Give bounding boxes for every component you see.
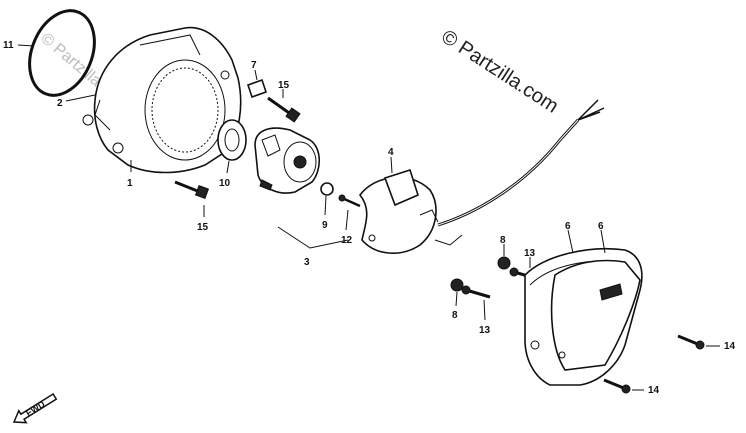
screw-part-14-bottom[interactable] (603, 378, 631, 394)
callout-15-upper: 15 (278, 80, 290, 91)
screw-part-13-lower[interactable] (461, 285, 491, 299)
forward-direction-arrow: FWD (12, 392, 58, 424)
bolt-part-15-upper[interactable] (267, 96, 301, 123)
callout-4: 4 (388, 147, 394, 158)
wire-harness (434, 99, 605, 246)
callout-13-upper: 13 (524, 248, 536, 259)
callout-8-upper: 8 (500, 235, 506, 246)
housing-part-1[interactable] (82, 26, 242, 174)
callout-15-lower: 15 (197, 222, 209, 233)
screw-part-14-right[interactable] (677, 334, 705, 350)
leader-lines (17, 44, 720, 391)
callout-7: 7 (251, 60, 257, 71)
pulser-coil-part-4[interactable] (358, 168, 439, 255)
callout-12: 12 (341, 235, 353, 246)
clip-part-7[interactable] (246, 78, 268, 99)
cover-part-6[interactable] (524, 247, 643, 386)
washer-part-8-upper[interactable] (497, 256, 511, 270)
o-ring-part-11[interactable] (18, 1, 107, 105)
callout-6-right: 6 (598, 221, 604, 232)
callout-13-lower: 13 (479, 325, 491, 336)
callout-6-left: 6 (565, 221, 571, 232)
callout-9: 9 (322, 220, 328, 231)
watermark-text: © Partzilla.com (437, 26, 562, 118)
callout-11: 11 (3, 40, 14, 51)
callout-10: 10 (219, 178, 231, 189)
washer-part-9[interactable] (320, 182, 334, 196)
bolt-part-15-lower[interactable] (174, 180, 210, 200)
washer-part-8-lower[interactable] (450, 278, 464, 292)
bushing-part-10[interactable] (217, 119, 247, 161)
rotor-assembly-part-3[interactable] (254, 127, 321, 194)
callout-3: 3 (304, 257, 310, 268)
callout-8-lower: 8 (452, 310, 458, 321)
callout-14-right: 14 (724, 341, 736, 352)
callout-14-bottom: 14 (648, 385, 660, 396)
callout-1: 1 (127, 178, 133, 189)
screw-part-12[interactable] (338, 194, 361, 208)
callout-2: 2 (57, 98, 63, 109)
